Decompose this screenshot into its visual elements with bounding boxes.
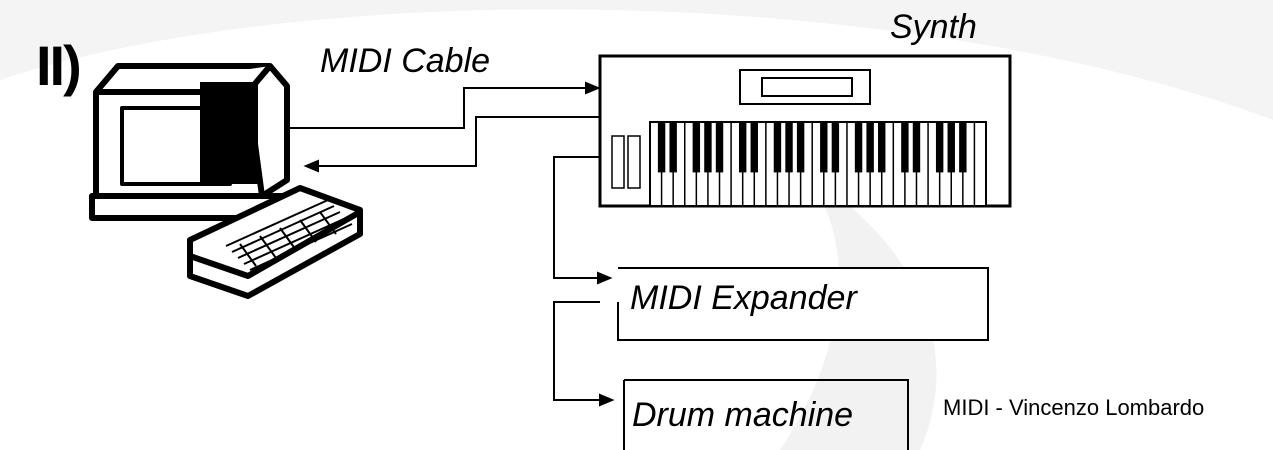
black-key [704, 122, 711, 172]
cable-computer-to-synth [287, 88, 588, 128]
midi-expander-label: MIDI Expander [630, 281, 857, 315]
black-key [855, 122, 862, 172]
black-key [669, 122, 676, 172]
black-key [832, 122, 839, 172]
black-key [901, 122, 908, 172]
black-key [797, 122, 804, 172]
cable-expander-to-drum [554, 302, 602, 400]
arrowhead-computer-in [306, 161, 318, 171]
computer-icon [92, 66, 360, 296]
arrowhead-drum-in [600, 395, 612, 405]
black-key [820, 122, 827, 172]
black-key [866, 122, 873, 172]
footer-credit: MIDI - Vincenzo Lombardo [943, 397, 1204, 419]
black-key [959, 122, 966, 172]
black-key [785, 122, 792, 172]
synth-label: Synth [890, 10, 977, 44]
cable-synth-to-expander [554, 157, 600, 278]
black-key [658, 122, 665, 172]
black-key [936, 122, 943, 172]
slide-heading: II) [36, 38, 80, 94]
black-key [739, 122, 746, 172]
cable-synth-to-computer [318, 117, 600, 166]
black-key [716, 122, 723, 172]
drum-machine-label: Drum machine [632, 398, 853, 432]
black-key [948, 122, 955, 172]
arrowhead-synth-in [586, 83, 598, 93]
black-key [878, 122, 885, 172]
black-key [751, 122, 758, 172]
black-key [913, 122, 920, 172]
midi-cable-label: MIDI Cable [320, 44, 490, 78]
black-key [774, 122, 781, 172]
black-key [693, 122, 700, 172]
